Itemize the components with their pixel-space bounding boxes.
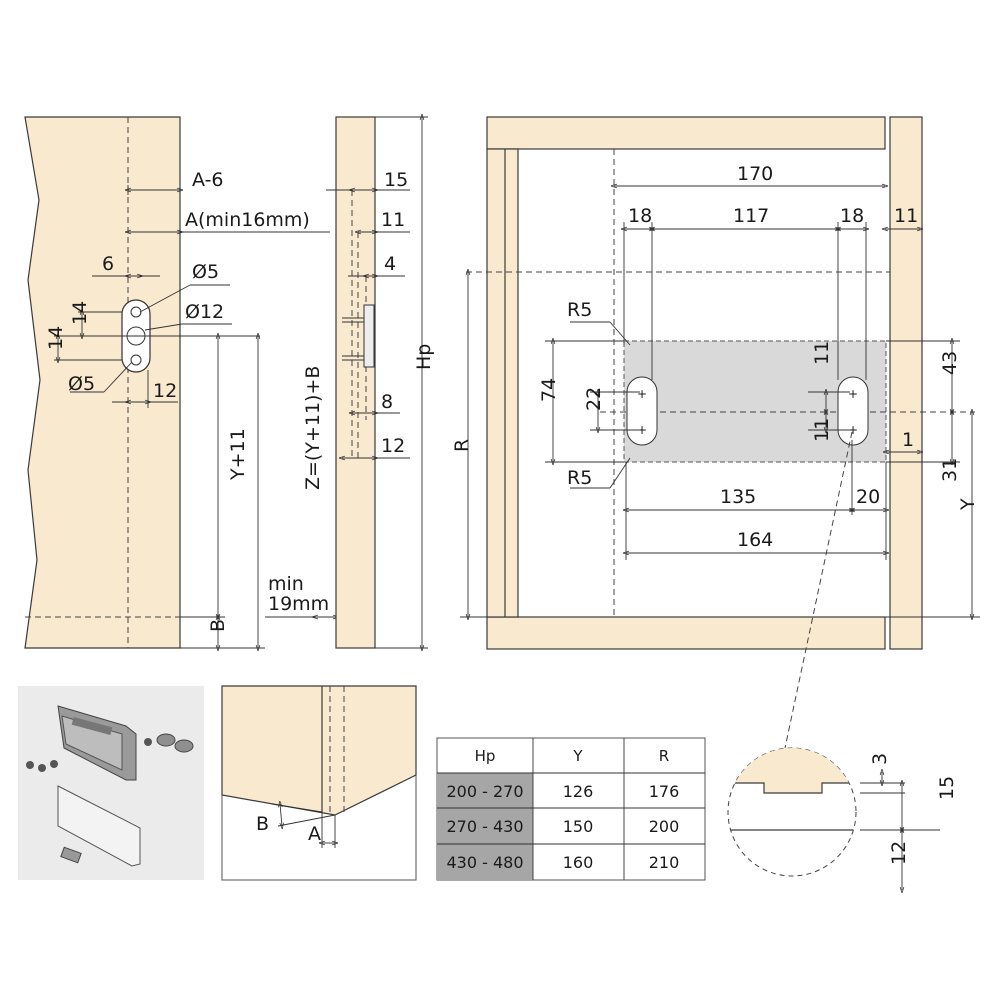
label-detail-b: B <box>256 813 269 835</box>
left-panel <box>486 148 519 618</box>
front-bracket-icon <box>57 785 141 867</box>
table-cell: 160 <box>563 853 594 872</box>
label-20: 20 <box>856 486 880 508</box>
table-header-r: R <box>659 747 669 765</box>
label-y: Y <box>957 498 979 511</box>
label-r5-bottom: R5 <box>567 467 592 489</box>
label-eight: 8 <box>381 391 393 413</box>
small-part-icon <box>60 846 82 864</box>
table-cell: 210 <box>649 853 680 872</box>
label-y-plus-11: Y+11 <box>227 428 249 481</box>
front-view: + + + + 170 18 117 18 11 R5 R5 74 <box>451 116 980 749</box>
label-eleven: 11 <box>381 209 405 231</box>
right-panel <box>889 116 923 650</box>
side-section-view: Hp 15 11 4 8 12 <box>326 117 435 648</box>
label-z-formula: Z=(Y+11)+B <box>302 366 324 490</box>
label-18-right: 18 <box>840 205 864 227</box>
label-fifteen-groove: 15 <box>936 776 958 800</box>
left-side-panel-view: A-6 A(min16mm) 6 Ø5 Ø12 14 14 Ø5 12 <box>24 116 336 649</box>
label-twelve-left: 12 <box>153 380 177 402</box>
groove-detail: 3 15 12 <box>727 747 958 890</box>
detail-panel <box>221 685 417 816</box>
label-31: 31 <box>939 458 961 482</box>
detail-leader <box>784 431 853 749</box>
label-hp: Hp <box>413 344 435 370</box>
table-cell: 200 <box>649 817 680 836</box>
label-twelve-side: 12 <box>381 435 405 457</box>
label-22: 22 <box>583 387 605 411</box>
table-shaded-column <box>437 773 533 880</box>
label-117: 117 <box>733 205 769 227</box>
label-74: 74 <box>538 378 560 402</box>
label-b: B <box>207 619 229 632</box>
table-cell: 430 - 480 <box>446 853 523 872</box>
label-three: 3 <box>869 753 891 765</box>
label-11: 11 <box>894 205 918 227</box>
table-header-y: Y <box>572 747 583 765</box>
label-dia5-bottom: Ø5 <box>68 373 95 395</box>
table-cell: 270 - 430 <box>446 817 523 836</box>
bottom-panel <box>486 616 886 650</box>
label-1: 1 <box>902 429 914 451</box>
label-six: 6 <box>102 253 114 275</box>
svg-text:+: + <box>848 423 858 437</box>
label-a-minus-6: A-6 <box>192 169 224 191</box>
detail-a-b: B A <box>221 685 417 881</box>
label-min-19: 19mm <box>268 593 329 615</box>
table-cell: 200 - 270 <box>446 782 523 801</box>
table-cell: 176 <box>649 782 680 801</box>
label-dia5-top: Ø5 <box>192 261 219 283</box>
screws-icon <box>26 738 152 772</box>
table-header-hp: Hp <box>475 747 496 765</box>
label-a-min: A(min16mm) <box>185 209 310 231</box>
hole-dia5-bottom <box>130 354 142 366</box>
hardware-plate <box>363 304 375 368</box>
label-11-a: 11 <box>811 341 833 365</box>
svg-text:+: + <box>637 387 647 401</box>
label-detail-a: A <box>308 823 321 845</box>
label-11-b: 11 <box>811 418 833 442</box>
hole-dia5-top <box>130 306 142 318</box>
label-18-left: 18 <box>628 205 652 227</box>
label-135: 135 <box>720 486 756 508</box>
label-r5-top: R5 <box>567 299 592 321</box>
label-min: min <box>268 573 304 595</box>
label-r: R <box>451 439 473 452</box>
table-cell: 126 <box>563 782 594 801</box>
label-164: 164 <box>737 529 773 551</box>
product-photo <box>18 686 204 880</box>
front-panel-section <box>335 116 376 649</box>
top-panel <box>486 116 886 150</box>
label-twelve-groove: 12 <box>888 841 910 865</box>
label-four: 4 <box>384 253 396 275</box>
table-cell: 150 <box>563 817 594 836</box>
slot-left <box>626 376 658 446</box>
label-fourteen-b: 14 <box>45 326 67 350</box>
label-fourteen-a: 14 <box>69 301 91 325</box>
dimension-table: Hp Y R 200 - 270 126 176 270 - 430 150 2… <box>436 737 706 881</box>
side-panel-shape <box>24 116 181 649</box>
dim-detail-b <box>280 804 282 826</box>
label-dia12: Ø12 <box>185 301 224 323</box>
svg-text:+: + <box>848 387 858 401</box>
runner-mechanism-icon <box>57 705 137 781</box>
clips-icon <box>156 733 194 753</box>
label-170: 170 <box>737 163 773 185</box>
slot-right <box>837 376 869 446</box>
label-43: 43 <box>939 351 961 375</box>
label-fifteen: 15 <box>384 169 408 191</box>
svg-text:+: + <box>637 423 647 437</box>
